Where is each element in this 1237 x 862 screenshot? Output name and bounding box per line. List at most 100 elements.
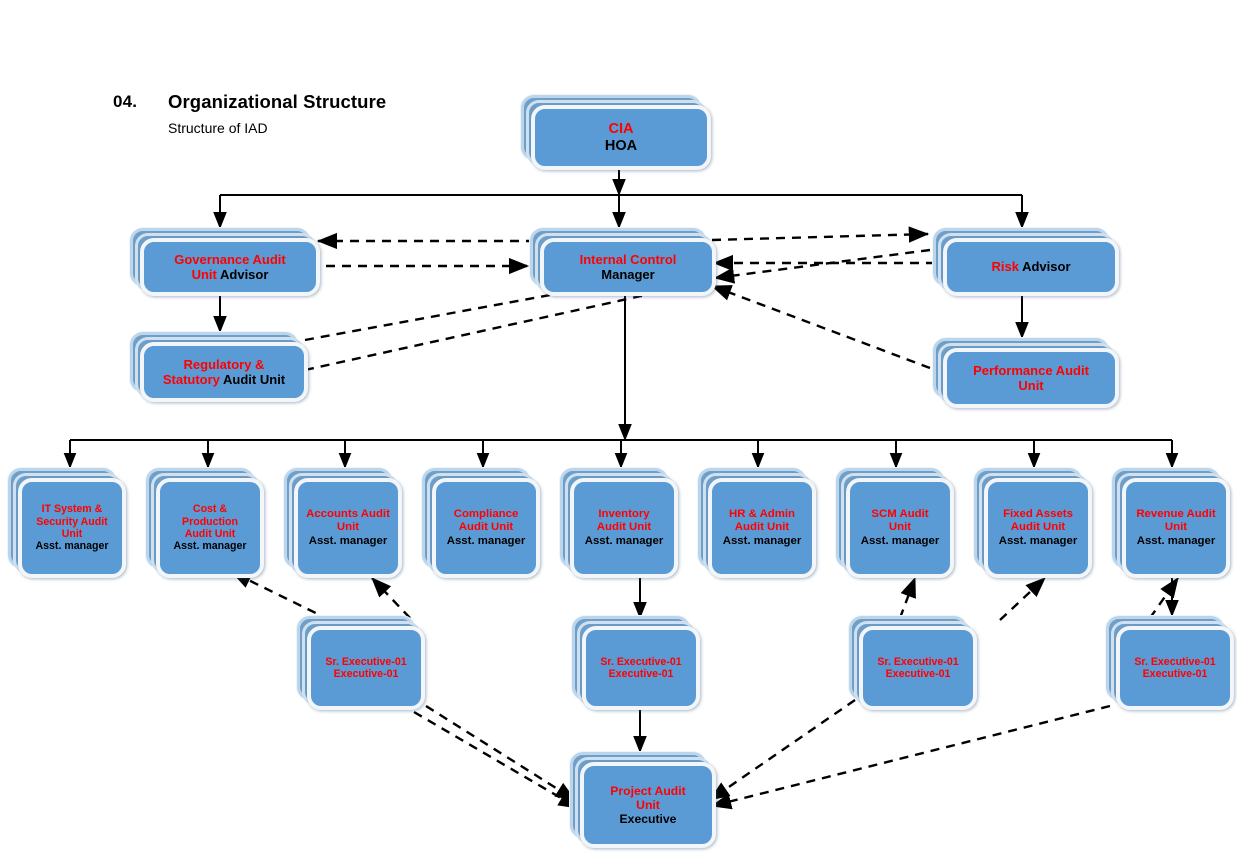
node-sr-exec-left-line-2: Executive-01: [333, 668, 399, 680]
node-it-system-security-audit-unit-line-3: Unit: [61, 528, 83, 540]
edge-srexec-left-to-accounts: [371, 577, 411, 619]
governance-role: Advisor: [216, 267, 269, 282]
node-face: Performance Audit Unit: [943, 348, 1119, 408]
cia-line: CIA: [608, 120, 634, 137]
node-compliance-audit-unit-line-1: Compliance: [453, 508, 519, 521]
node-internal-control[interactable]: Internal Control Manager: [530, 228, 716, 296]
node-inventory-audit-unit-line-1: Inventory: [598, 508, 650, 521]
edge-srexec-left-to-project: [425, 704, 577, 802]
node-accounts-audit-unit-line-1: Accounts Audit: [306, 508, 390, 521]
risk-line: Risk Advisor: [992, 259, 1071, 274]
node-label: CIA HOA: [539, 121, 703, 155]
performance-line1: Performance Audit: [973, 362, 1089, 378]
node-sr-exec-right-line-2: Executive-01: [885, 668, 951, 680]
node-project-audit-unit[interactable]: Project Audit Unit Executive: [570, 752, 716, 848]
internal-control-title: Internal Control: [579, 251, 677, 267]
edge-performance-to-ic: [710, 284, 931, 370]
node-label: Regulatory & Statutory Audit Unit: [148, 357, 300, 387]
node-hr-admin-audit-unit-line-2: Audit Unit: [734, 521, 790, 534]
governance-line2: Unit Advisor: [192, 267, 269, 282]
project-role: Executive: [619, 812, 677, 827]
node-fixed-assets-audit-unit-line-1: Fixed Assets: [1003, 508, 1073, 521]
page-subtitle: Structure of IAD: [168, 120, 268, 136]
node-sr-exec-mid-line-2: Executive-01: [608, 668, 674, 680]
node-inventory-audit-unit-line-3: Asst. manager: [584, 534, 664, 547]
page-title: Organizational Structure: [168, 91, 387, 112]
node-sr-exec-left-line-1: Sr. Executive-01: [325, 655, 407, 668]
section-number: 04.: [113, 92, 138, 111]
edge-srexec-right-to-fixed: [999, 577, 1046, 621]
node-revenue-audit-unit-line-2: Unit: [1164, 521, 1188, 534]
node-accounts-audit-unit-line-3: Asst. manager: [308, 534, 388, 547]
risk-role: Advisor: [1018, 259, 1071, 275]
node-governance-audit-unit[interactable]: Governance Audit Unit Advisor: [130, 228, 320, 296]
node-face: Project Audit Unit Executive: [580, 762, 716, 848]
node-it-system-security-audit-unit-line-1: IT System &: [41, 503, 103, 516]
edge-srexec-right-to-project: [709, 699, 856, 801]
node-face: CIA HOA: [531, 105, 711, 170]
node-sr-exec-mid-line-1: Sr. Executive-01: [600, 655, 682, 668]
edge-ic-to-risk-out: [711, 226, 930, 243]
regulatory-statutory: Statutory: [162, 372, 220, 387]
regulatory-unit: Audit Unit: [219, 372, 286, 387]
node-cost-production-audit-unit-line-2: Production: [182, 515, 238, 528]
governance-line1: Governance Audit: [174, 251, 286, 267]
node-fixed-assets-audit-unit-line-2: Audit Unit: [1010, 521, 1066, 534]
project-line1: Project Audit: [610, 783, 686, 798]
node-accounts-audit-unit-line-2: Unit: [336, 521, 360, 534]
node-hr-admin-audit-unit-line-1: HR & Admin: [728, 508, 796, 521]
node-revenue-audit-unit-line-3: Asst. manager: [1136, 534, 1216, 547]
node-compliance-audit-unit-line-3: Asst. manager: [446, 534, 526, 547]
node-face: Internal Control Manager: [540, 238, 716, 296]
edge-srexec-left-to-project-b: [413, 710, 580, 810]
internal-control-role: Manager: [601, 267, 655, 282]
node-performance-audit-unit[interactable]: Performance Audit Unit: [933, 338, 1119, 408]
node-cost-production-audit-unit-line-4: Asst. manager: [173, 540, 247, 553]
node-regulatory-statutory-audit-unit[interactable]: Regulatory & Statutory Audit Unit: [130, 332, 308, 402]
edge-srexec-left-to-cost: [230, 570, 331, 622]
node-fixed-assets-audit-unit-line-3: Asst. manager: [998, 534, 1078, 547]
performance-line2: Unit: [1018, 378, 1044, 393]
node-cost-production-audit-unit-line-1: Cost &: [192, 503, 228, 516]
node-face: Risk Advisor: [943, 238, 1119, 296]
node-label: Risk Advisor: [951, 259, 1111, 274]
edge-srexec-farright-to-project: [710, 704, 1111, 810]
node-sr-exec-right-line-1: Sr. Executive-01: [877, 655, 959, 668]
edge-risk-diag-to-ic: [713, 248, 931, 284]
node-risk[interactable]: Risk Advisor: [933, 228, 1119, 296]
node-cia-hoa[interactable]: CIA HOA: [521, 95, 711, 170]
node-label: Internal Control Manager: [548, 252, 708, 282]
node-scm-audit-unit-line-2: Unit: [888, 521, 912, 534]
node-scm-audit-unit-line-1: SCM Audit: [871, 508, 929, 521]
